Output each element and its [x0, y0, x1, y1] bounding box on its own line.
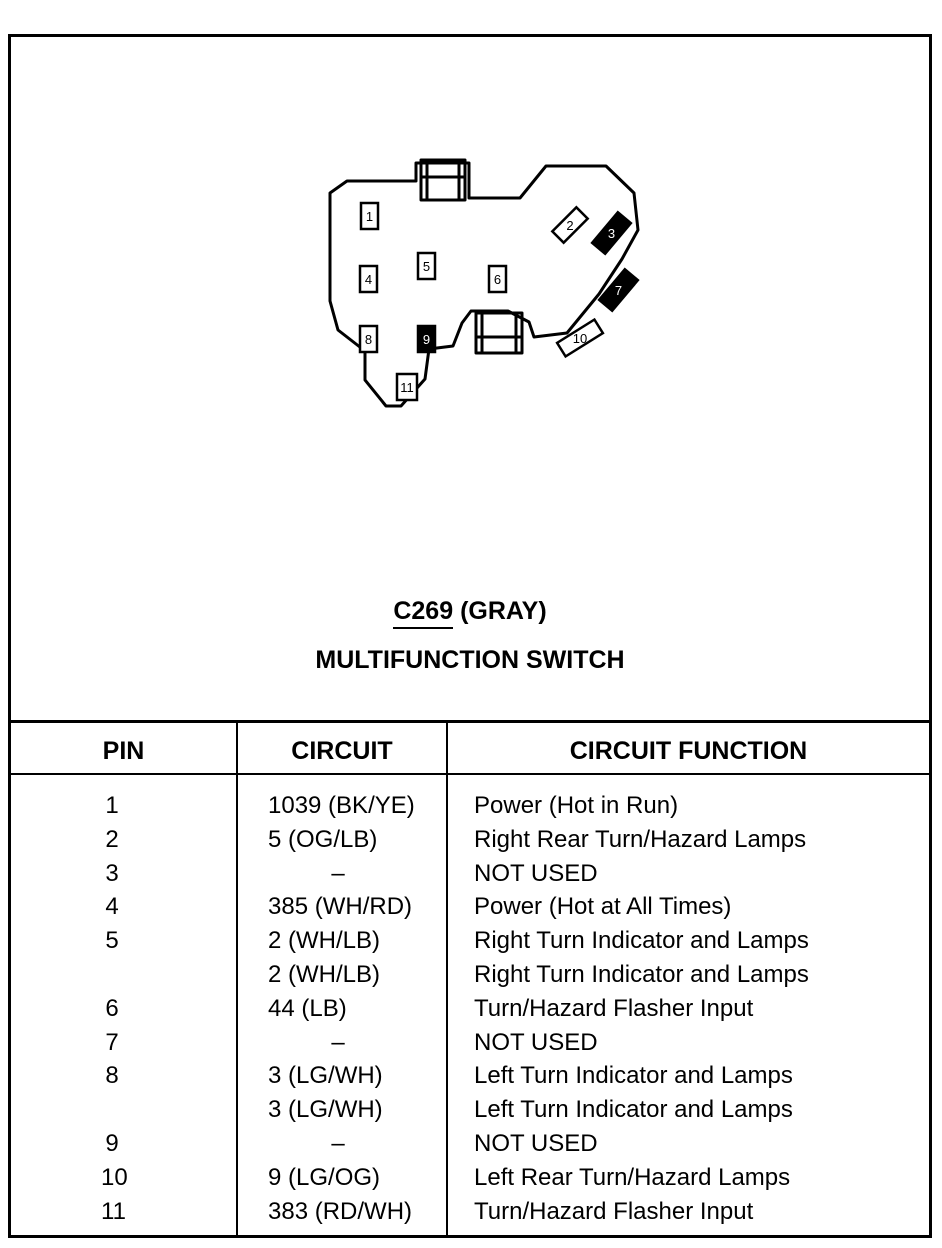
circuit-function: Left Turn Indicator and Lamps [474, 1096, 793, 1124]
cavity-1: 1 [359, 201, 380, 231]
cavity-4: 4 [358, 264, 379, 294]
cavity-5: 5 [416, 251, 437, 281]
pin-number: 1 [105, 792, 119, 819]
pin-number: 4 [105, 893, 119, 921]
circuit-code: 9 (LG/OG) [268, 1163, 381, 1191]
pin-number: 11 [101, 1197, 126, 1225]
cavity-label: 2 [566, 218, 573, 233]
cavity-label: 8 [365, 332, 372, 347]
cavity-label: 4 [365, 272, 372, 287]
table-row: 10 9 (LG/OG) Left Rear Turn/Hazard Lamps [11, 1161, 929, 1195]
circuit-code: 385 (WH/RD) [268, 893, 413, 921]
table-row: 3 (LG/WH) Left Turn Indicator and Lamps [11, 1093, 929, 1127]
circuit-function: Left Turn Indicator and Lamps [474, 1062, 793, 1090]
circuit-function: Right Rear Turn/Hazard Lamps [474, 825, 807, 853]
table-row: 6 44 (LB) Turn/Hazard Flasher Input [11, 992, 929, 1026]
table-row: 5 2 (WH/LB) Right Turn Indicator and Lamps [11, 924, 929, 958]
circuit-function: Right Turn Indicator and Lamps [474, 927, 809, 955]
pin-number: 3 [105, 859, 119, 887]
cavity-label: 6 [494, 272, 501, 287]
header-pin: PIN [102, 737, 145, 765]
circuit-code: 2 (WH/LB) [268, 960, 381, 988]
connector-diagram: 1 2 3 4 5 6 7 8 9 10 11 C269 (GRAY) MULTIFUNCTION … [11, 37, 929, 723]
cavity-label: 3 [608, 226, 615, 241]
circuit-function: NOT USED [474, 859, 598, 887]
pin-table: PIN CIRCUIT CIRCUIT FUNCTION 1 1039 (BK/Y… [11, 720, 929, 1238]
connector-title: C269 (GRAY) [11, 597, 929, 629]
pin-number: 6 [105, 994, 119, 1022]
pin-number: 8 [105, 1062, 119, 1090]
table-row: 4 385 (WH/RD) Power (Hot at All Times) [11, 890, 929, 924]
cavity-9: 9 [416, 324, 437, 354]
pin-number: 2 [105, 825, 119, 853]
circuit-function: Power (Hot at All Times) [474, 893, 732, 921]
cavity-label: 5 [423, 259, 430, 274]
connector-color: (GRAY) [460, 597, 547, 625]
table-row: 1 1039 (BK/YE) Power (Hot in Run) [11, 789, 929, 823]
header-circuit: CIRCUIT [291, 737, 393, 765]
cavity-11: 11 [395, 372, 419, 402]
column-divider [446, 723, 448, 1238]
circuit-code: – [331, 1129, 345, 1157]
top-latch [419, 158, 467, 202]
table-body: 1 1039 (BK/YE) Power (Hot in Run) 2 5 (OG/LB… [11, 789, 929, 1228]
table-row: 11 383 (RD/WH) Turn/Hazard Flasher Input [11, 1195, 929, 1229]
connector-housing-outline [328, 161, 640, 408]
circuit-code: 383 (RD/WH) [268, 1197, 413, 1225]
connector-chart-frame: 1 2 3 4 5 6 7 8 9 10 11 C269 (GRAY) MULTIFUNCTION … [8, 34, 932, 1238]
circuit-code: – [331, 859, 345, 887]
circuit-code: 3 (LG/WH) [268, 1062, 383, 1090]
circuit-function: Turn/Hazard Flasher Input [474, 994, 754, 1022]
cavity-3: 3 [590, 210, 633, 256]
cavity-label: 10 [573, 331, 587, 346]
header-divider [11, 773, 929, 775]
circuit-function: NOT USED [474, 1129, 598, 1157]
connector-id: C269 [393, 597, 454, 629]
cavity-7: 7 [597, 267, 640, 313]
circuit-function: Turn/Hazard Flasher Input [474, 1197, 754, 1225]
circuit-code: – [331, 1028, 345, 1056]
column-divider [236, 723, 238, 1238]
connector-face-drawing: 1 2 3 4 5 6 7 8 9 10 11 [328, 158, 640, 408]
pin-number: 5 [105, 927, 119, 955]
circuit-code: 3 (LG/WH) [268, 1096, 383, 1124]
circuit-function: Right Turn Indicator and Lamps [474, 960, 809, 988]
cavity-label: 11 [400, 380, 414, 395]
cavity-label: 7 [615, 283, 622, 298]
connector-name: MULTIFUNCTION SWITCH [315, 646, 625, 674]
cavity-8: 8 [358, 324, 379, 354]
pin-number: 9 [105, 1129, 119, 1157]
table-row: 9 – NOT USED [11, 1127, 929, 1161]
pin-number: 10 [101, 1163, 128, 1191]
circuit-code: 2 (WH/LB) [268, 927, 381, 955]
cavity-10: 10 [555, 317, 605, 359]
circuit-function: Left Rear Turn/Hazard Lamps [474, 1163, 791, 1191]
circuit-code: 5 (OG/LB) [268, 825, 378, 853]
circuit-function: NOT USED [474, 1028, 598, 1056]
table-row: 8 3 (LG/WH) Left Turn Indicator and Lamps [11, 1059, 929, 1093]
pin-number: 7 [105, 1028, 119, 1056]
cavity-label: 1 [366, 209, 373, 224]
table-row: 2 5 (OG/LB) Right Rear Turn/Hazard Lamps [11, 823, 929, 857]
circuit-code: 44 (LB) [268, 994, 347, 1022]
bottom-latch [474, 311, 524, 355]
cavity-6: 6 [487, 264, 508, 294]
table-row: 3 – NOT USED [11, 857, 929, 891]
header-circuit-function: CIRCUIT FUNCTION [569, 737, 808, 765]
circuit-code: 1039 (BK/YE) [268, 792, 415, 819]
table-row: 2 (WH/LB) Right Turn Indicator and Lamps [11, 958, 929, 992]
cavity-2: 2 [550, 205, 590, 245]
table-row: 7 – NOT USED [11, 1026, 929, 1060]
cavity-label: 9 [423, 332, 430, 347]
circuit-function: Power (Hot in Run) [474, 792, 679, 819]
